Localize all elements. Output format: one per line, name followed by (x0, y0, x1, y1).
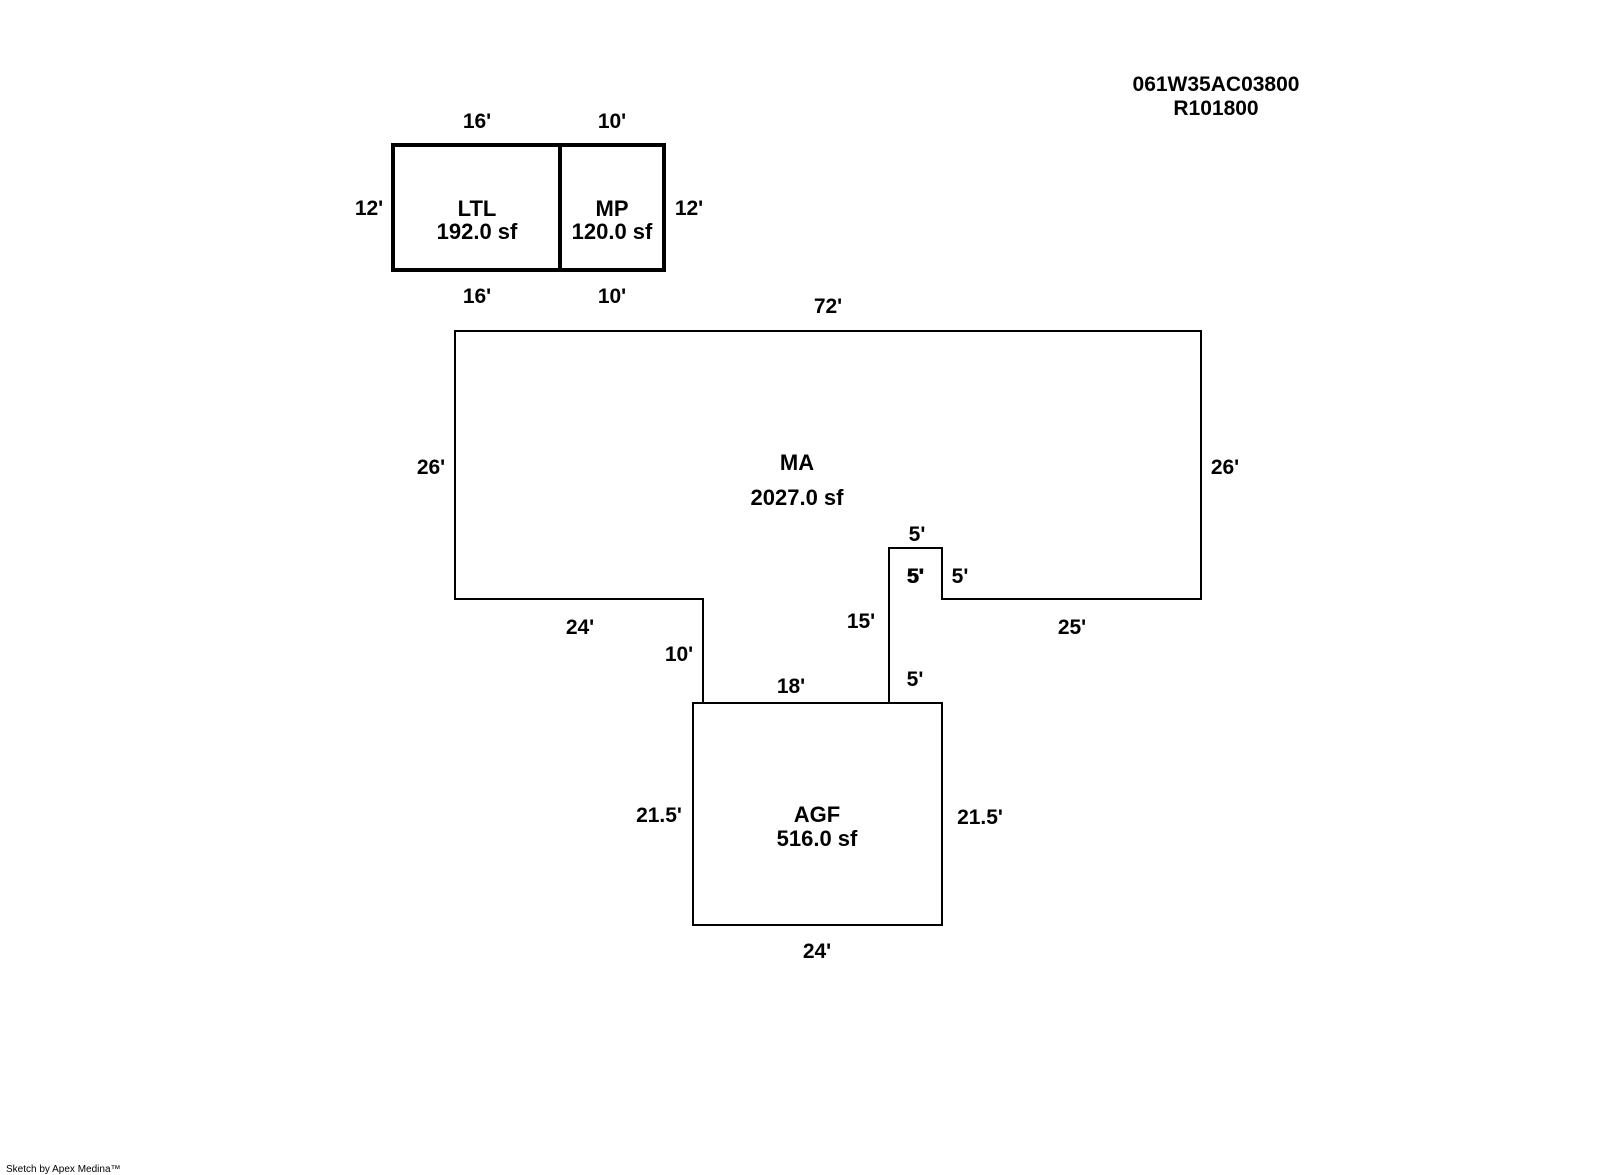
ma-area-code: MA (780, 450, 814, 475)
ltl-left-dimension: 12' (355, 197, 383, 220)
parcel-account-number: R101800 (1173, 97, 1258, 120)
mp-area-outline (558, 143, 666, 272)
ma-left-dimension: 26' (417, 456, 445, 479)
ma-notch-inner-dimension-b: 5' (908, 565, 925, 588)
parcel-map-number: 061W35AC03800 (1133, 73, 1300, 96)
ma-area-outline (454, 330, 1202, 704)
agf-area-size: 516.0 sf (777, 826, 858, 851)
mp-right-dimension: 12' (675, 197, 703, 220)
agf-top-right-dimension: 5' (907, 668, 924, 691)
mp-bottom-dimension: 10' (598, 285, 626, 308)
agf-area-outline (692, 702, 943, 926)
mp-area-code: MP (596, 196, 629, 221)
agf-bottom-dimension: 24' (803, 940, 831, 963)
ma-bottom-right-dimension: 25' (1058, 616, 1086, 639)
ma-area-size: 2027.0 sf (751, 485, 845, 510)
ltl-bottom-dimension: 16' (463, 285, 491, 308)
ma-notch-inner-dimension-a: 5' (907, 565, 924, 588)
ma-right-dimension: 26' (1211, 456, 1239, 479)
agf-left-dimension: 21.5' (636, 804, 682, 827)
ma-top-dimension: 72' (814, 295, 842, 318)
ma-step-right-dimension: 15' (847, 610, 875, 633)
mp-area-size: 120.0 sf (572, 219, 653, 244)
mp-top-dimension: 10' (598, 110, 626, 133)
ltl-area-size: 192.0 sf (437, 219, 518, 244)
ma-bottom-left-dimension: 24' (566, 616, 594, 639)
ma-notch-top-dimension: 5' (909, 523, 926, 546)
agf-right-dimension: 21.5' (957, 806, 1003, 829)
ma-step-left-dimension: 10' (665, 643, 693, 666)
agf-area-code: AGF (794, 802, 840, 827)
sketch-credit: Sketch by Apex Medina™ (6, 1164, 121, 1175)
ltl-area-code: LTL (458, 196, 497, 221)
ma-notch-right-dimension: 5' (952, 565, 969, 588)
ltl-top-dimension: 16' (463, 110, 491, 133)
agf-top-dimension: 18' (777, 675, 805, 698)
